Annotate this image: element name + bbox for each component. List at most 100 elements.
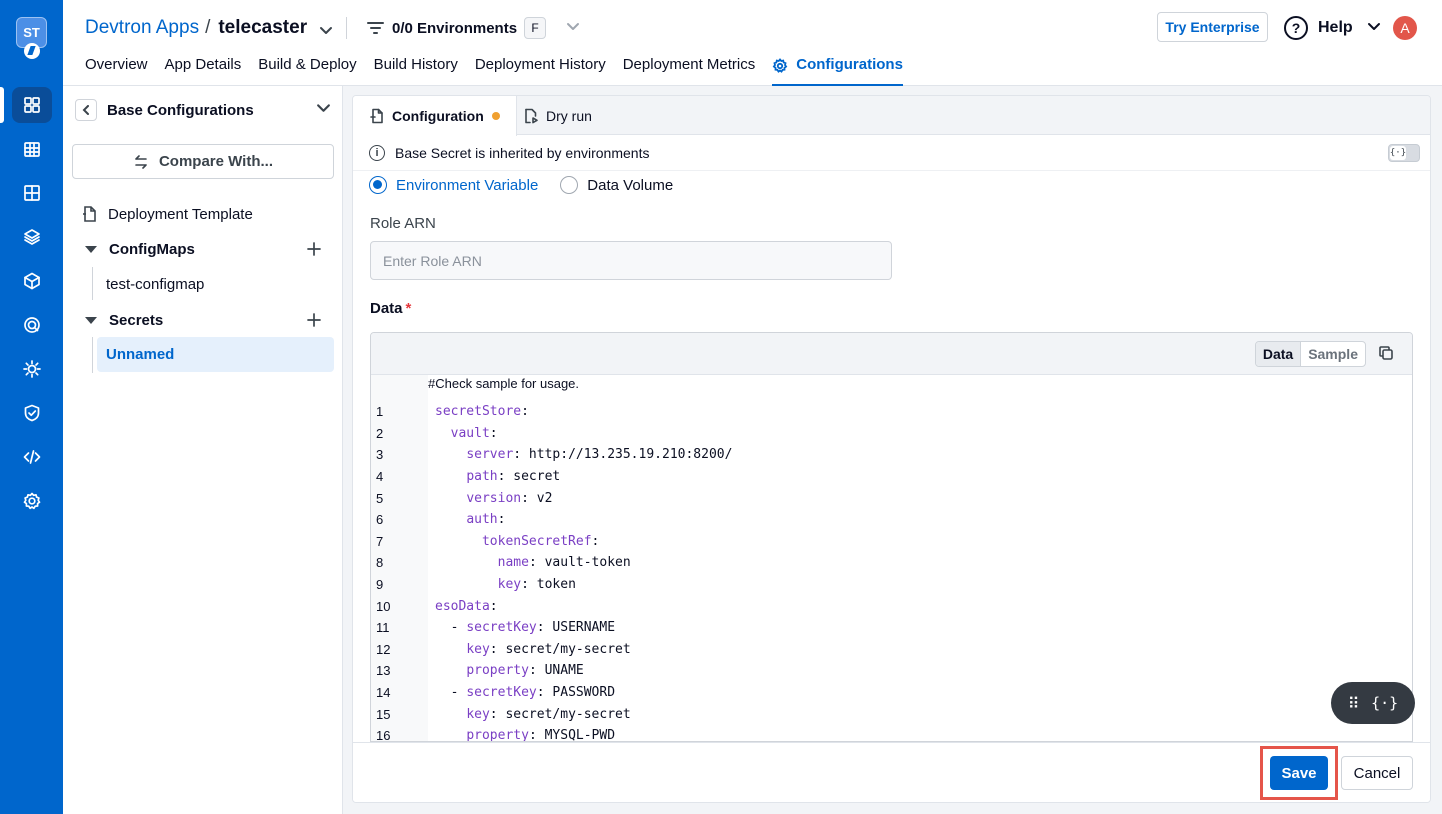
environment-chevron-icon[interactable]: [566, 19, 580, 37]
add-secret-icon[interactable]: [306, 312, 322, 328]
toggle-sample[interactable]: Sample: [1308, 346, 1358, 362]
yaml-value: : secret/my-secret: [489, 641, 631, 657]
toggle-data[interactable]: Data: [1255, 342, 1302, 366]
sidebar-item-test-configmap[interactable]: test-configmap: [106, 276, 205, 293]
role-arn-input[interactable]: [370, 241, 892, 280]
data-label-text: Data: [370, 300, 403, 317]
shield-check-icon: [24, 404, 40, 422]
deployment-template-label: Deployment Template: [108, 205, 253, 223]
code-text: auth:: [411, 512, 505, 527]
yaml-value: : vault-token: [528, 555, 631, 571]
sun-gear-icon: [23, 360, 41, 378]
app-switcher-chevron-icon[interactable]: [319, 21, 333, 35]
compare-with-button[interactable]: Compare With...: [72, 144, 334, 179]
environment-filter[interactable]: 0/0 Environments F: [367, 16, 580, 40]
code-line: 3 server: http://13.235.19.210:8200/: [371, 444, 1412, 466]
nav-charts[interactable]: [12, 263, 52, 299]
yaml-key: property: [466, 663, 529, 679]
tab-deployment-history[interactable]: Deployment History: [474, 56, 606, 73]
yaml-value: :: [489, 598, 498, 614]
yaml-key: secretKey: [466, 620, 537, 636]
radio-indicator: [369, 176, 387, 194]
yaml-key: tokenSecretRef: [481, 533, 592, 549]
sidebar-item-unnamed-secret[interactable]: Unnamed: [97, 337, 334, 372]
code-line: 15 key: secret/my-secret: [371, 703, 1412, 725]
nav-global-configurations[interactable]: [12, 483, 52, 519]
save-button[interactable]: Save: [1270, 756, 1328, 790]
yaml-key: server: [466, 447, 514, 463]
code-text: tokenSecretRef:: [411, 534, 599, 549]
breadcrumb-separator: /: [205, 17, 211, 38]
yaml-key: property: [466, 728, 529, 742]
tab-configurations[interactable]: Configurations: [772, 56, 903, 86]
help-chevron-icon: [1367, 19, 1381, 38]
line-number: 10: [376, 598, 391, 614]
tab-build-deploy[interactable]: Build & Deploy: [258, 56, 357, 73]
line-number-gutter: [371, 375, 428, 741]
line-number: 5: [376, 490, 384, 506]
code-line: 6 auth:: [371, 509, 1412, 531]
tab-deployment-metrics[interactable]: Deployment Metrics: [622, 56, 756, 73]
copy-icon[interactable]: [1378, 345, 1394, 361]
app-header: Devtron Apps / telecaster 0/0 Environmen…: [63, 0, 1442, 86]
target-icon: [24, 317, 40, 333]
save-highlight-box: [1260, 746, 1338, 800]
cancel-button[interactable]: Cancel: [1341, 756, 1413, 790]
sidebar-chevron-down-icon[interactable]: [316, 100, 331, 120]
help-circle-icon: ?: [1284, 16, 1308, 40]
tab-configuration[interactable]: Configuration: [353, 96, 517, 136]
drag-handle-icon[interactable]: ⠿: [1347, 693, 1360, 713]
yaml-key: version: [466, 490, 522, 506]
yaml-value: : MYSQL-PWD: [528, 728, 616, 742]
tab-dry-run[interactable]: Dry run: [507, 96, 608, 135]
radio-environment-variable[interactable]: Environment Variable: [369, 176, 538, 194]
config-sidebar: Base Configurations Compare With... Depl…: [63, 86, 343, 814]
code-text: - secretKey: PASSWORD: [411, 685, 615, 700]
nav-bulk-edit[interactable]: [12, 351, 52, 387]
tab-build-history[interactable]: Build History: [373, 56, 458, 73]
code-text: version: v2: [411, 491, 552, 506]
yaml-value: : token: [521, 577, 576, 593]
code-indent: [435, 577, 498, 592]
nav-applications[interactable]: [12, 87, 52, 123]
try-enterprise-button[interactable]: Try Enterprise: [1157, 12, 1268, 42]
code-view-toggle[interactable]: {·}: [1388, 144, 1420, 162]
info-icon: i: [369, 144, 385, 161]
yaml-value: : USERNAME: [536, 620, 616, 636]
code-text: key: secret/my-secret: [411, 707, 630, 722]
nav-code[interactable]: [12, 439, 52, 475]
active-nav-marker: [0, 87, 4, 123]
code-indent: [435, 663, 466, 678]
sidebar-group-configmaps[interactable]: ConfigMaps: [80, 234, 334, 264]
app-tabs: Overview App Details Build & Deploy Buil…: [85, 56, 920, 86]
code-line: 11 - secretKey: USERNAME: [371, 617, 1412, 639]
tab-overview[interactable]: Overview: [85, 56, 148, 73]
nav-security-scans[interactable]: [12, 307, 52, 343]
tab-app-details[interactable]: App Details: [164, 56, 242, 73]
nav-resource-browser[interactable]: [12, 175, 52, 211]
code-indent: [435, 534, 482, 549]
nav-stacks[interactable]: [12, 219, 52, 255]
braces-icon[interactable]: {·}: [1371, 694, 1399, 712]
add-configmap-icon[interactable]: [306, 241, 322, 257]
floating-editor-toolbar: ⠿ {·}: [1331, 682, 1415, 724]
radio-indicator: [560, 176, 579, 194]
radio-data-volume[interactable]: Data Volume: [560, 176, 673, 194]
code-indent: [435, 707, 466, 722]
sidebar-group-secrets[interactable]: Secrets: [80, 305, 334, 335]
line-number: 7: [376, 533, 384, 549]
nav-app-groups[interactable]: [12, 131, 52, 167]
code-text: key: token: [411, 577, 576, 592]
sidebar-item-deployment-template[interactable]: Deployment Template: [80, 199, 334, 229]
breadcrumb-devtron-apps[interactable]: Devtron Apps: [85, 17, 200, 38]
help-menu[interactable]: ? Help: [1284, 15, 1381, 41]
nav-security[interactable]: [12, 395, 52, 431]
code-line: 12 key: secret/my-secret: [371, 639, 1412, 661]
code-indent: -: [435, 620, 467, 636]
data-sample-toggle: Data Sample: [1254, 341, 1366, 367]
back-button[interactable]: [75, 99, 97, 121]
data-label: Data*: [370, 300, 411, 317]
user-avatar[interactable]: A: [1393, 16, 1417, 40]
devtron-logo[interactable]: ST: [16, 17, 47, 63]
